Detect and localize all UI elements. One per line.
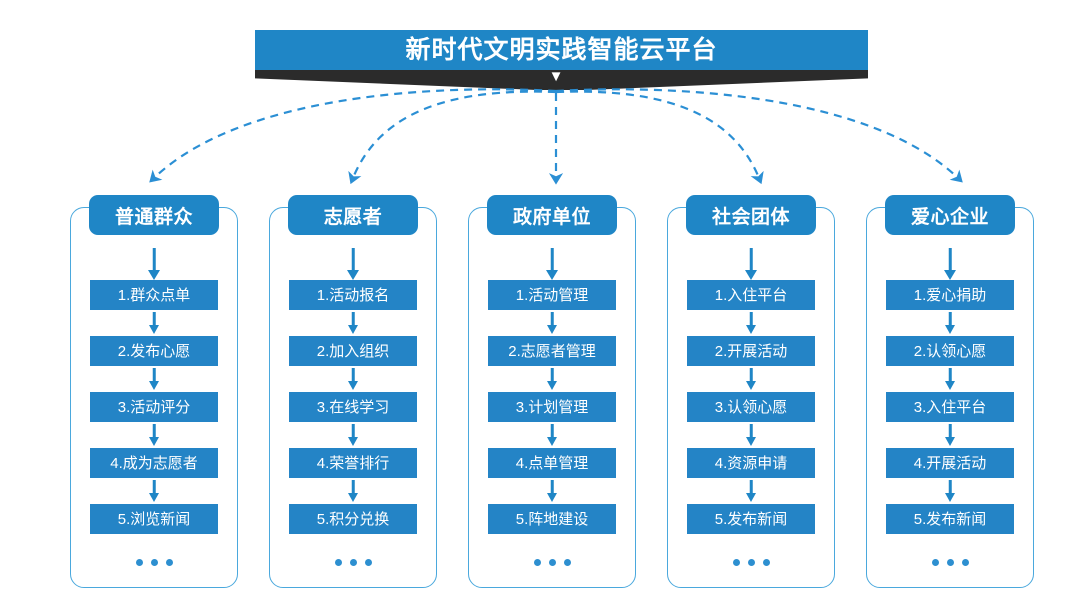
step-item[interactable]: 1.活动报名 <box>289 280 417 310</box>
dot <box>931 558 939 566</box>
dot <box>334 558 342 566</box>
arrow-down-icon <box>547 310 557 336</box>
title-bar: 新时代文明实践智能云平台 <box>255 30 868 70</box>
step-item[interactable]: 1.入住平台 <box>687 280 815 310</box>
more-items-ellipsis <box>530 554 575 570</box>
dot <box>349 558 357 566</box>
arrow-down-icon <box>348 248 358 280</box>
arrow-down-icon <box>945 478 955 504</box>
arrow-down-icon <box>945 422 955 448</box>
role-column-普通群众[interactable]: 普通群众 1.群众点单 2.发布心愿 3.活动评分 4.成为志愿者 5.浏览新闻 <box>70 195 238 588</box>
arrow-down-icon <box>348 310 358 336</box>
step-item[interactable]: 2.开展活动 <box>687 336 815 366</box>
step-item[interactable]: 4.开展活动 <box>886 448 1014 478</box>
arrow-down-icon <box>149 366 159 392</box>
arrow-down-icon <box>746 478 756 504</box>
dot <box>762 558 770 566</box>
dot <box>150 558 158 566</box>
arrow-down-icon <box>746 310 756 336</box>
arrow-down-icon <box>945 248 955 280</box>
step-item[interactable]: 5.积分兑换 <box>289 504 417 534</box>
more-items-ellipsis <box>729 554 774 570</box>
role-column-社会团体[interactable]: 社会团体 1.入住平台 2.开展活动 3.认领心愿 4.资源申请 5.发布新闻 <box>667 195 835 588</box>
arrow-down-icon <box>149 478 159 504</box>
step-item[interactable]: 1.爱心捐助 <box>886 280 1014 310</box>
arrow-down-icon <box>746 366 756 392</box>
dot <box>165 558 173 566</box>
step-item[interactable]: 1.群众点单 <box>90 280 218 310</box>
more-items-ellipsis <box>132 554 177 570</box>
step-item[interactable]: 5.发布新闻 <box>687 504 815 534</box>
step-item[interactable]: 2.认领心愿 <box>886 336 1014 366</box>
column-header-2[interactable]: 志愿者 <box>288 195 418 235</box>
step-item[interactable]: 3.认领心愿 <box>687 392 815 422</box>
role-column-爱心企业[interactable]: 爱心企业 1.爱心捐助 2.认领心愿 3.入住平台 4.开展活动 5.发布新闻 <box>866 195 1034 588</box>
column-header-1[interactable]: 普通群众 <box>89 195 219 235</box>
dot <box>548 558 556 566</box>
arrow-down-icon <box>547 366 557 392</box>
column-body-4: 1.入住平台 2.开展活动 3.认领心愿 4.资源申请 5.发布新闻 <box>668 248 834 570</box>
step-item[interactable]: 2.志愿者管理 <box>488 336 616 366</box>
step-item[interactable]: 3.入住平台 <box>886 392 1014 422</box>
arrow-down-icon <box>945 366 955 392</box>
page-title: 新时代文明实践智能云平台 <box>405 35 718 64</box>
column-body-1: 1.群众点单 2.发布心愿 3.活动评分 4.成为志愿者 5.浏览新闻 <box>71 248 237 570</box>
dot <box>961 558 969 566</box>
step-item[interactable]: 5.发布新闻 <box>886 504 1014 534</box>
step-item[interactable]: 4.资源申请 <box>687 448 815 478</box>
step-item[interactable]: 3.活动评分 <box>90 392 218 422</box>
column-header-3[interactable]: 政府单位 <box>487 195 617 235</box>
role-column-政府单位[interactable]: 政府单位 1.活动管理 2.志愿者管理 3.计划管理 4.点单管理 5.阵地建设 <box>468 195 636 588</box>
column-body-5: 1.爱心捐助 2.认领心愿 3.入住平台 4.开展活动 5.发布新闻 <box>867 248 1033 570</box>
arrow-down-icon <box>149 310 159 336</box>
arrow-down-icon <box>547 422 557 448</box>
dot <box>946 558 954 566</box>
step-item[interactable]: 4.成为志愿者 <box>90 448 218 478</box>
column-body-2: 1.活动报名 2.加入组织 3.在线学习 4.荣誉排行 5.积分兑换 <box>270 248 436 570</box>
dot <box>563 558 571 566</box>
arrow-down-icon <box>149 422 159 448</box>
platform-title-banner: 新时代文明实践智能云平台 <box>255 30 868 70</box>
arrow-down-icon <box>348 478 358 504</box>
column-body-3: 1.活动管理 2.志愿者管理 3.计划管理 4.点单管理 5.阵地建设 <box>469 248 635 570</box>
arrow-down-icon <box>746 248 756 280</box>
step-item[interactable]: 2.发布心愿 <box>90 336 218 366</box>
arrow-down-icon <box>547 248 557 280</box>
more-items-ellipsis <box>928 554 973 570</box>
column-header-5[interactable]: 爱心企业 <box>885 195 1015 235</box>
step-item[interactable]: 3.计划管理 <box>488 392 616 422</box>
dot <box>135 558 143 566</box>
arrow-down-icon <box>945 310 955 336</box>
column-header-4[interactable]: 社会团体 <box>686 195 816 235</box>
arrow-down-icon <box>348 366 358 392</box>
step-item[interactable]: 1.活动管理 <box>488 280 616 310</box>
arrow-down-icon <box>547 478 557 504</box>
step-item[interactable]: 2.加入组织 <box>289 336 417 366</box>
dot <box>747 558 755 566</box>
arrow-down-icon <box>149 248 159 280</box>
step-item[interactable]: 4.点单管理 <box>488 448 616 478</box>
role-column-志愿者[interactable]: 志愿者 1.活动报名 2.加入组织 3.在线学习 4.荣誉排行 5.积分兑换 <box>269 195 437 588</box>
arrow-down-icon <box>348 422 358 448</box>
step-item[interactable]: 3.在线学习 <box>289 392 417 422</box>
dot <box>364 558 372 566</box>
step-item[interactable]: 4.荣誉排行 <box>289 448 417 478</box>
dot <box>732 558 740 566</box>
dot <box>533 558 541 566</box>
step-item[interactable]: 5.浏览新闻 <box>90 504 218 534</box>
arrow-down-icon <box>746 422 756 448</box>
more-items-ellipsis <box>331 554 376 570</box>
step-item[interactable]: 5.阵地建设 <box>488 504 616 534</box>
